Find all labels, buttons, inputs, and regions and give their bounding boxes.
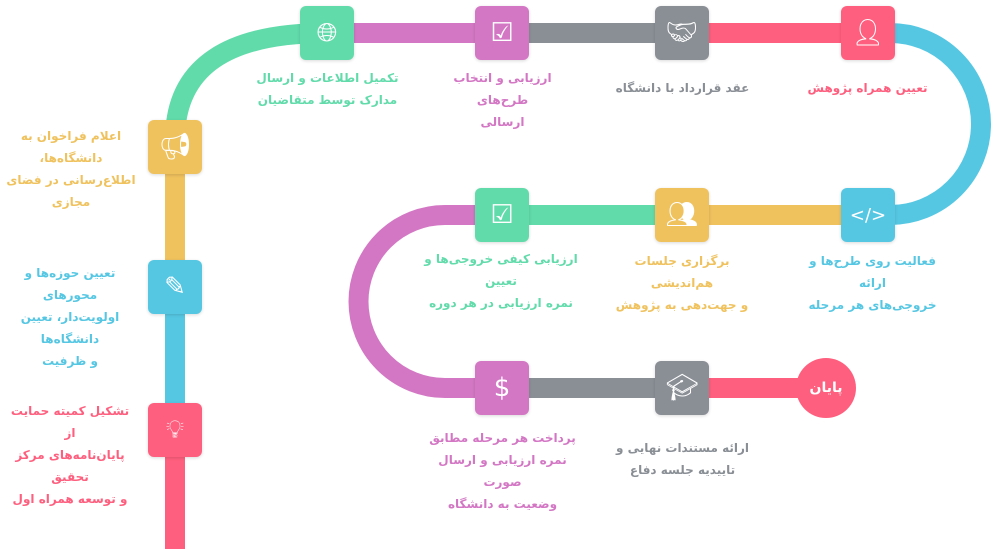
track-segment-blue-right xyxy=(868,23,991,225)
step-label-12: ارائه مستندات نهایی و تاییدیه جلسه دفاع xyxy=(615,441,750,477)
step-label-7: تعیین همراه پژوهش xyxy=(807,81,928,95)
user-icon: 👤︎ xyxy=(841,6,895,60)
track-segment-green xyxy=(165,23,328,141)
clipboard-check-icon: ☑ xyxy=(475,6,529,60)
code-window-icon: </> xyxy=(841,188,895,242)
step-label-11: پرداخت هر مرحله مطابق نمره ارزیابی و ارس… xyxy=(429,431,576,511)
step-label-4: تکمیل اطلاعات و ارسال مدارک توسط متقاضیا… xyxy=(256,71,399,107)
step-label-2: تعیین حوزه‌ها و محورهای اولویت‌دار، تعیی… xyxy=(20,266,120,368)
step-label-6: عقد قرارداد با دانشگاه xyxy=(615,81,750,95)
track-segment-purple-left xyxy=(348,205,502,398)
step-label-3: اعلام فراخوان به دانشگاه‌ها، اطلاع‌رسانی… xyxy=(6,129,136,209)
step-label-5: ارزیابی و انتخاب طرح‌های ارسالی xyxy=(453,71,552,129)
lightbulb-icon: 💡︎ xyxy=(148,403,202,457)
handshake-icon: 🤝︎ xyxy=(655,6,709,60)
end-circle: پایان xyxy=(796,358,856,418)
step-label-1: تشکیل کمیته حمایت از پایان‌نامه‌های مرکز… xyxy=(10,404,130,506)
checklist-icon: ☑ xyxy=(475,188,529,242)
graduate-icon: 🎓︎ xyxy=(655,361,709,415)
team-idea-icon: 👥︎ xyxy=(655,188,709,242)
step-label-8: فعالیت روی طرح‌ها و ارائه خروجی‌های هر م… xyxy=(808,254,937,312)
step-label-9: برگزاری جلسات هم‌اندیشی و جهت‌دهی به پژو… xyxy=(615,254,749,312)
globe-icon: 🌐︎ xyxy=(300,6,354,60)
step-label-10: ارزیابی کیفی خروجی‌ها و تعیین نمره ارزیا… xyxy=(424,252,578,310)
payment-icon: $ xyxy=(475,361,529,415)
megaphone-icon: 📢︎ xyxy=(148,120,202,174)
pencil-icon: ✎ xyxy=(148,260,202,314)
